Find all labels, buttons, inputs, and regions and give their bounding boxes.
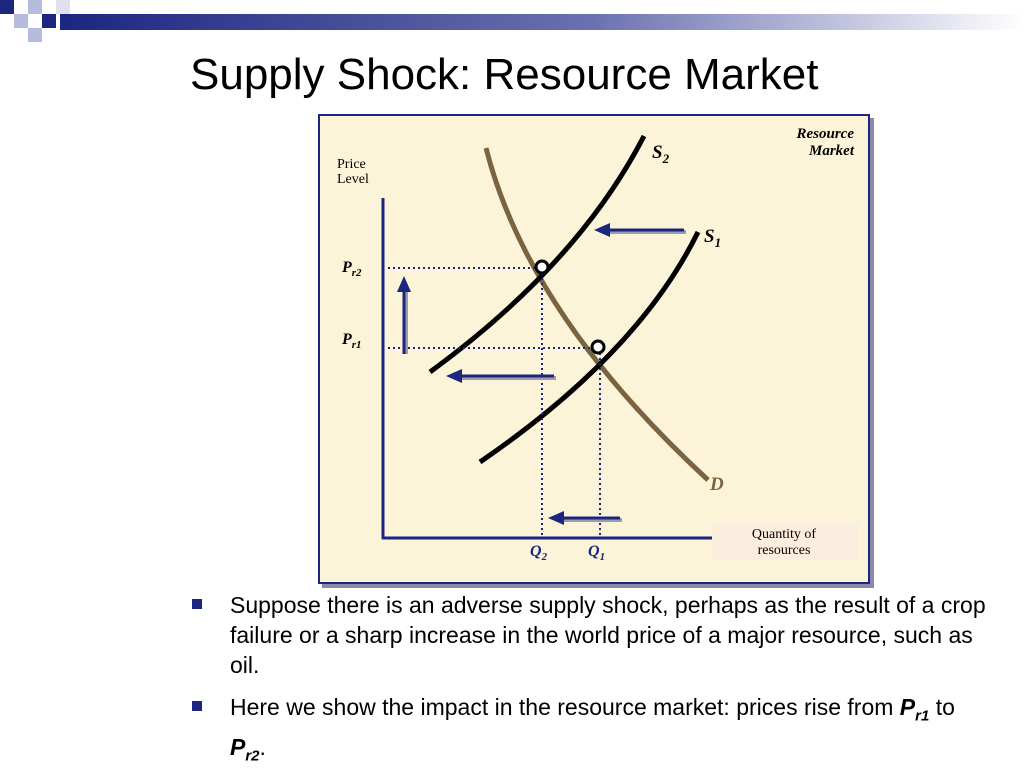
square-bullet-icon xyxy=(192,701,202,711)
bullet-text-2-end: . xyxy=(259,733,266,760)
price-label-pr1: Pr1 xyxy=(341,331,362,351)
arrow-supply-shift-bottom xyxy=(446,369,556,383)
x-axis-label-line2: resources xyxy=(758,543,811,558)
price-label-pr2: Pr2 xyxy=(341,259,362,279)
bullet-item-2: Here we show the impact in the resource … xyxy=(190,692,990,771)
bullet-text-2: Here we show the impact in the resource … xyxy=(230,694,900,720)
arrow-supply-shift-top xyxy=(594,223,686,237)
supply-s1-label: S1 xyxy=(704,226,721,250)
quantity-label-q1: Q1 xyxy=(588,543,605,563)
equilibrium-point-2 xyxy=(534,259,550,275)
y-axis-label-line2: Level xyxy=(337,172,369,187)
checker-square xyxy=(42,14,56,28)
supply-curve-s2 xyxy=(428,134,647,375)
corner-label-line2: Market xyxy=(808,143,855,159)
symbol-pr2: Pr2 xyxy=(230,733,260,765)
supply-curve-s1 xyxy=(478,230,701,465)
page-title: Supply Shock: Resource Market xyxy=(190,50,819,99)
equilibrium-point-1 xyxy=(590,339,606,355)
bullet-item-1: Suppose there is an adverse supply shock… xyxy=(190,590,990,680)
supply-s2-label: S2 xyxy=(652,142,670,166)
demand-curve-label: D xyxy=(709,474,724,495)
square-bullet-icon xyxy=(192,599,202,609)
bullet-text-1: Suppose there is an adverse supply shock… xyxy=(230,592,986,678)
symbol-pr1: Pr1 xyxy=(899,694,930,725)
arrow-price-up xyxy=(397,276,411,354)
y-axis-label-line1: Price xyxy=(337,157,366,172)
bullet-list: Suppose there is an adverse supply shock… xyxy=(190,590,990,783)
checker-square xyxy=(56,0,70,14)
demand-curve xyxy=(483,147,710,482)
bullet-text-2-mid: to xyxy=(929,694,955,720)
checker-square xyxy=(0,0,14,14)
arrow-quantity-decrease xyxy=(548,511,622,525)
checker-square xyxy=(28,0,42,14)
checker-square xyxy=(28,28,42,42)
quantity-label-q2: Q2 xyxy=(530,543,548,563)
header-decoration xyxy=(0,0,1024,42)
checker-square xyxy=(14,14,28,28)
corner-label-line1: Resource xyxy=(796,126,855,142)
supply-demand-diagram: Resource Market Price Level Quantity of … xyxy=(337,126,858,563)
x-axis-label-backdrop xyxy=(712,522,858,560)
x-axis-label-line1: Quantity of xyxy=(752,527,816,542)
